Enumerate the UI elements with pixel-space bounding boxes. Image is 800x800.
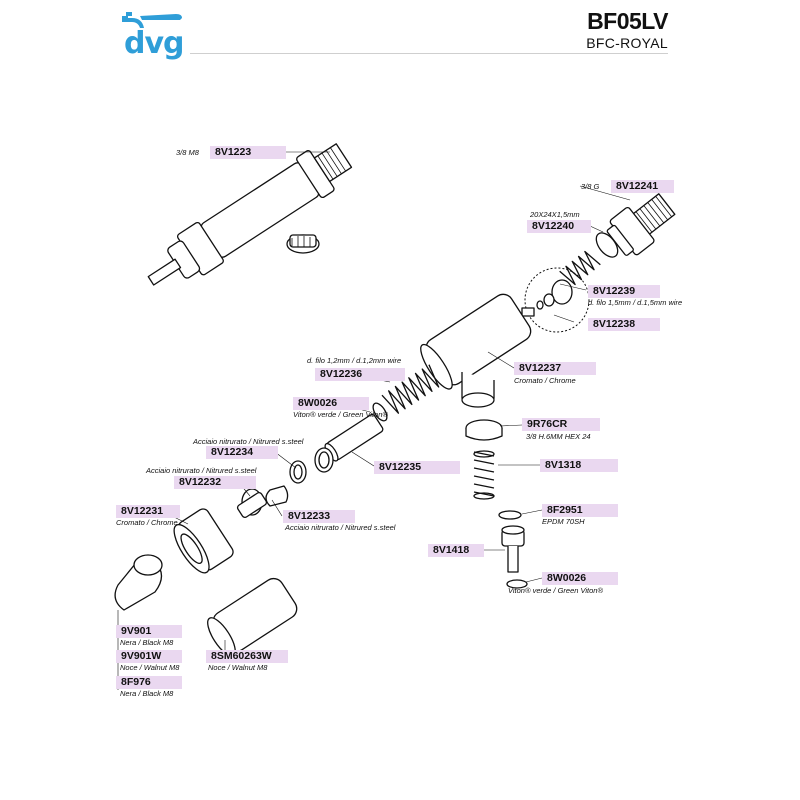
- tag-8V12231: 8V12231: [116, 505, 180, 518]
- note-9R76CR: 3/8 H.6MM HEX 24: [526, 432, 591, 441]
- note-8V1223: 3/8 M8: [176, 148, 199, 157]
- note-8V12239: d. filo 1,5mm / d.1,5mm wire: [588, 298, 683, 307]
- tag-8V12237: 8V12237: [514, 362, 596, 375]
- stem-8V12232-part: [236, 488, 268, 518]
- note-8V12232: Acciaio nitrurato / Nitrured s.steel: [146, 466, 257, 475]
- cone-8V12233-part: [265, 485, 289, 507]
- tag-8F976: 8F976: [116, 676, 182, 689]
- tap-body-8V12237-part: [420, 293, 532, 390]
- header-divider: [190, 53, 668, 54]
- note-8V12241: 3/8 G: [581, 182, 600, 191]
- washer-8V12240-part: [595, 232, 619, 258]
- product-model: BFC-ROYAL: [586, 35, 668, 51]
- tag-8SM60263W: 8SM60263W: [206, 650, 288, 663]
- note-8V12237: Cromato / Chrome: [514, 376, 576, 385]
- note-8W0026-top: Viton® verde / Green Viton®: [293, 410, 388, 419]
- note-8F2951: EPDM 70SH: [542, 517, 585, 526]
- tag-8V12234: 8V12234: [206, 446, 278, 459]
- tag-8F2951: 8F2951: [542, 504, 618, 517]
- o-ring-8W0026-lower-part: [506, 579, 528, 589]
- tag-9V901: 9V901: [116, 625, 182, 638]
- tag-8V12238: 8V12238: [588, 318, 660, 331]
- tag-8V12235: 8V12235: [374, 461, 460, 474]
- tag-8W0026-top: 8W0026: [293, 397, 369, 410]
- tag-8V1318: 8V1318: [540, 459, 618, 472]
- bushing-8V12234-part: [289, 460, 307, 484]
- tag-9R76CR: 9R76CR: [522, 418, 600, 431]
- note-8V12233: Acciaio nitrurato / Nitrured s.steel: [285, 523, 396, 532]
- gasket-8F2951-part: [498, 510, 522, 520]
- tag-8V12233: 8V12233: [283, 510, 355, 523]
- spring-8V1318-part: [473, 450, 495, 500]
- note-8F976: Nera / Black M8: [120, 689, 174, 698]
- detail-circle: [524, 267, 590, 333]
- valve-seat-8V12238-part: [521, 279, 573, 317]
- brand-logo-text: dvg: [124, 26, 185, 61]
- o-ring-8W0026-part: [372, 402, 388, 422]
- tag-8V12232: 8V12232: [174, 476, 256, 489]
- connector-8V12241-part: [606, 193, 676, 256]
- assembly-8V1223-part: [147, 143, 353, 286]
- ring-8V12235-part: [314, 447, 334, 473]
- spring-8V12239-part: [559, 250, 601, 286]
- note-8W0026-lower: Viton® verde / Green Viton®: [508, 586, 603, 595]
- tag-8W0026-lower: 8W0026: [542, 572, 618, 585]
- handle-9V901-part: [114, 554, 163, 611]
- tag-8V12240: 8V12240: [527, 220, 591, 233]
- note-8V12240: 20X24X1,5mm: [530, 210, 580, 219]
- tag-9V901W: 9V901W: [116, 650, 182, 663]
- tag-8V1418: 8V1418: [428, 544, 484, 557]
- faucet-logo-icon: [122, 12, 182, 28]
- note-8V12236: d. filo 1,2mm / d.1,2mm wire: [307, 356, 402, 365]
- note-9V901: Nera / Black M8: [120, 638, 174, 647]
- note-9V901W: Noce / Walnut M8: [120, 663, 180, 672]
- note-8V12231: Cromato / Chrome: [116, 518, 178, 527]
- handle-8SM60263W-part: [207, 577, 298, 657]
- nut-8V12231-part: [173, 508, 234, 574]
- note-8SM60263W: Noce / Walnut M8: [208, 663, 268, 672]
- nut-9R76CR-part: [465, 419, 503, 441]
- tag-8V12239: 8V12239: [588, 285, 660, 298]
- note-8V12234: Acciaio nitrurato / Nitrured s.steel: [193, 437, 304, 446]
- tag-8V12241: 8V12241: [611, 180, 674, 193]
- tag-8V12236: 8V12236: [315, 368, 405, 381]
- piston-8V1418-part: [501, 525, 525, 573]
- tag-8V1223: 8V1223: [210, 146, 286, 159]
- spring-8V12236-part: [381, 364, 440, 414]
- product-code: BF05LV: [587, 8, 668, 34]
- tap-spout-part: [461, 372, 495, 408]
